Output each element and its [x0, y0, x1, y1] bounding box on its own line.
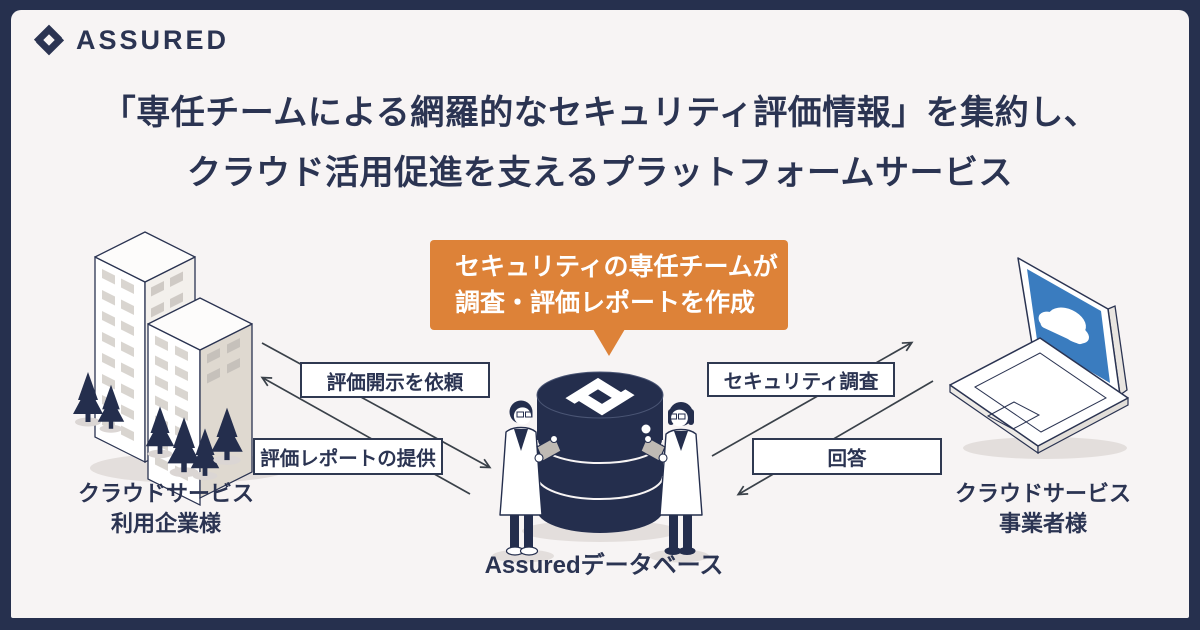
assured-logo-icon [33, 24, 65, 56]
arrow-request-disclosure [261, 342, 492, 469]
callout-line-1: セキュリティの専任チームが [455, 253, 778, 281]
assured-mark-on-database [565, 377, 635, 416]
laptop-cloud-icon [949, 257, 1129, 459]
callout-line-2: 調査・評価レポートを作成 [455, 289, 756, 317]
title-line-1: 「専任チームによる網羅的なセキュリティ評価情報」を集約し、 [101, 95, 1099, 132]
flow-label-answer: 回答 [752, 438, 942, 475]
flow-label-provide-report: 評価レポートの提供 [253, 438, 443, 475]
flow-arrows [260, 341, 934, 496]
callout-bubble: セキュリティの専任チームが 調査・評価レポートを作成 [430, 240, 788, 356]
caption-client: クラウドサービス 利用企業様 [46, 479, 286, 539]
page-title: 「専任チームによる網羅的なセキュリティ評価情報」を集約し、 クラウド活用促進を支… [0, 84, 1200, 204]
analyst-left-icon [492, 400, 562, 563]
pine-trees-icon [73, 372, 243, 481]
caption-client-line-1: クラウドサービス [77, 481, 254, 506]
logo-text: ASSURED [76, 24, 230, 55]
caption-provider-line-1: クラウドサービス [954, 481, 1131, 506]
app-logo: ASSURED [30, 20, 229, 60]
caption-client-line-2: 利用企業様 [110, 511, 221, 536]
title-line-2: クラウド活用促進を支えるプラットフォームサービス [187, 155, 1013, 192]
arrow-security-survey [711, 341, 914, 457]
database-icon [522, 371, 678, 542]
flow-label-request-disclosure: 評価開示を依頼 [300, 362, 490, 398]
arrow-answer [736, 380, 934, 496]
caption-database: Assuredデータベース [484, 552, 724, 579]
caption-provider: クラウドサービス 事業者様 [920, 479, 1166, 539]
flow-label-security-survey: セキュリティ調査 [707, 362, 895, 397]
caption-provider-line-2: 事業者様 [998, 511, 1087, 536]
analyst-right-icon [640, 402, 709, 563]
